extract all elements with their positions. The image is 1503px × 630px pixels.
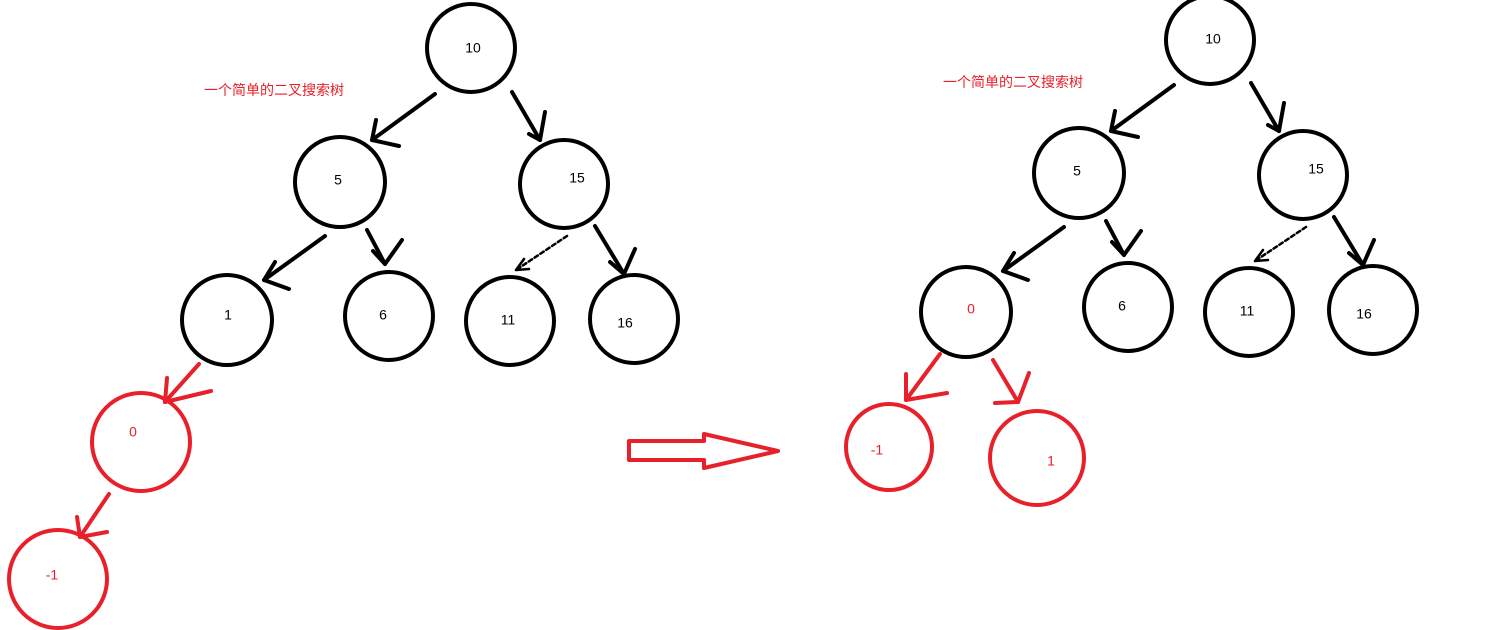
left-edge-15-11-dashed — [514, 234, 569, 272]
right-node-11-label: 11 — [1240, 303, 1255, 319]
right-node-minus1-label: -1 — [871, 442, 884, 458]
left-node-5-circle — [293, 135, 387, 229]
right-node-15-circle — [1257, 129, 1349, 221]
left-node-minus1-label: -1 — [46, 567, 59, 583]
right-edge-0-1 — [991, 358, 1031, 405]
right-edge-5-0 — [1001, 225, 1066, 282]
right-edge-5-6 — [1104, 219, 1143, 257]
left-node-11-circle — [464, 275, 556, 367]
left-node-6-label: 6 — [379, 307, 387, 323]
left-node-10-circle — [425, 2, 517, 94]
left-edge-10-5 — [370, 92, 437, 148]
left-node-10-label: 10 — [465, 40, 481, 56]
left-edge-10-15 — [510, 90, 547, 142]
left-node-0-circle — [90, 391, 192, 493]
right-node-16-circle — [1327, 264, 1419, 356]
right-edge-10-15 — [1249, 81, 1286, 133]
transition-arrow — [627, 432, 780, 470]
right-node-1-circle — [988, 409, 1086, 507]
right-node-10-label: 10 — [1205, 31, 1221, 47]
right-node-15-label: 15 — [1308, 161, 1324, 177]
right-node-1-label: 1 — [1047, 453, 1055, 469]
left-node-16-circle — [588, 273, 680, 365]
left-node-1-circle — [180, 273, 274, 367]
right-edge-15-11-dashed — [1253, 225, 1308, 263]
right-edge-15-16 — [1332, 215, 1376, 267]
right-node-5-circle — [1032, 126, 1126, 220]
left-tree-title: 一个简单的二叉搜索树 — [204, 82, 344, 99]
left-node-15-label: 15 — [569, 170, 585, 186]
left-node-0-label: 0 — [129, 424, 137, 440]
left-edge-5-1 — [262, 234, 327, 291]
left-node-5-label: 5 — [334, 172, 342, 188]
right-edge-0-minus1 — [904, 352, 949, 402]
right-node-5-label: 5 — [1073, 163, 1081, 179]
right-node-0-circle — [919, 265, 1013, 359]
right-node-11-circle — [1203, 266, 1295, 358]
left-node-minus1-circle — [7, 528, 109, 630]
left-node-1-label: 1 — [224, 307, 232, 323]
left-edge-5-6 — [365, 228, 404, 266]
right-node-0-label: 0 — [967, 301, 975, 317]
right-node-16-label: 16 — [1356, 306, 1372, 322]
left-node-11-label: 11 — [501, 312, 516, 328]
right-node-6-circle — [1082, 261, 1174, 353]
left-edge-1-0 — [163, 362, 213, 404]
left-edge-15-16 — [593, 224, 637, 276]
right-node-10-circle — [1164, 0, 1256, 86]
left-node-6-circle — [343, 270, 435, 362]
right-node-6-label: 6 — [1118, 298, 1126, 314]
right-edge-10-5 — [1109, 83, 1176, 139]
right-tree-title: 一个简单的二叉搜索树 — [943, 74, 1083, 91]
left-edge-0-minus1 — [75, 492, 111, 539]
left-node-15-circle — [518, 138, 610, 230]
left-node-16-label: 16 — [617, 315, 633, 331]
right-node-minus1-circle — [844, 402, 934, 492]
